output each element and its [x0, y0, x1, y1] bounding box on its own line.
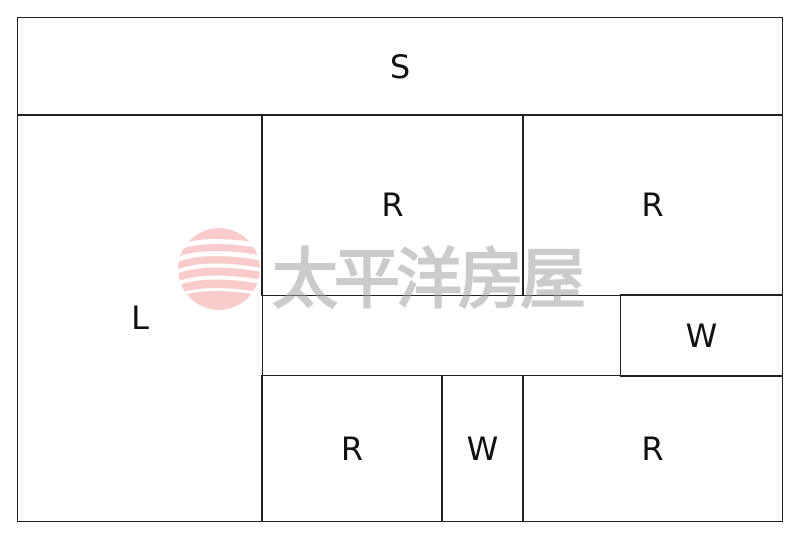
room-l: L: [17, 114, 263, 522]
room-label: L: [131, 299, 149, 337]
room-label: R: [641, 186, 664, 224]
room-r-bottom-left: R: [261, 375, 443, 522]
room-label: R: [381, 186, 404, 224]
room-r-top-left: R: [261, 114, 524, 296]
room-w-bottom: W: [441, 375, 524, 522]
room-label: W: [685, 316, 718, 355]
room-s: S: [17, 17, 783, 116]
room-label: S: [389, 47, 411, 86]
room-label: R: [641, 429, 664, 468]
room-r-bottom-right: R: [522, 375, 783, 522]
room-r-top-right: R: [522, 114, 783, 296]
room-label: W: [466, 429, 499, 468]
room-label: R: [340, 429, 364, 468]
room-w-right: W: [620, 294, 783, 377]
